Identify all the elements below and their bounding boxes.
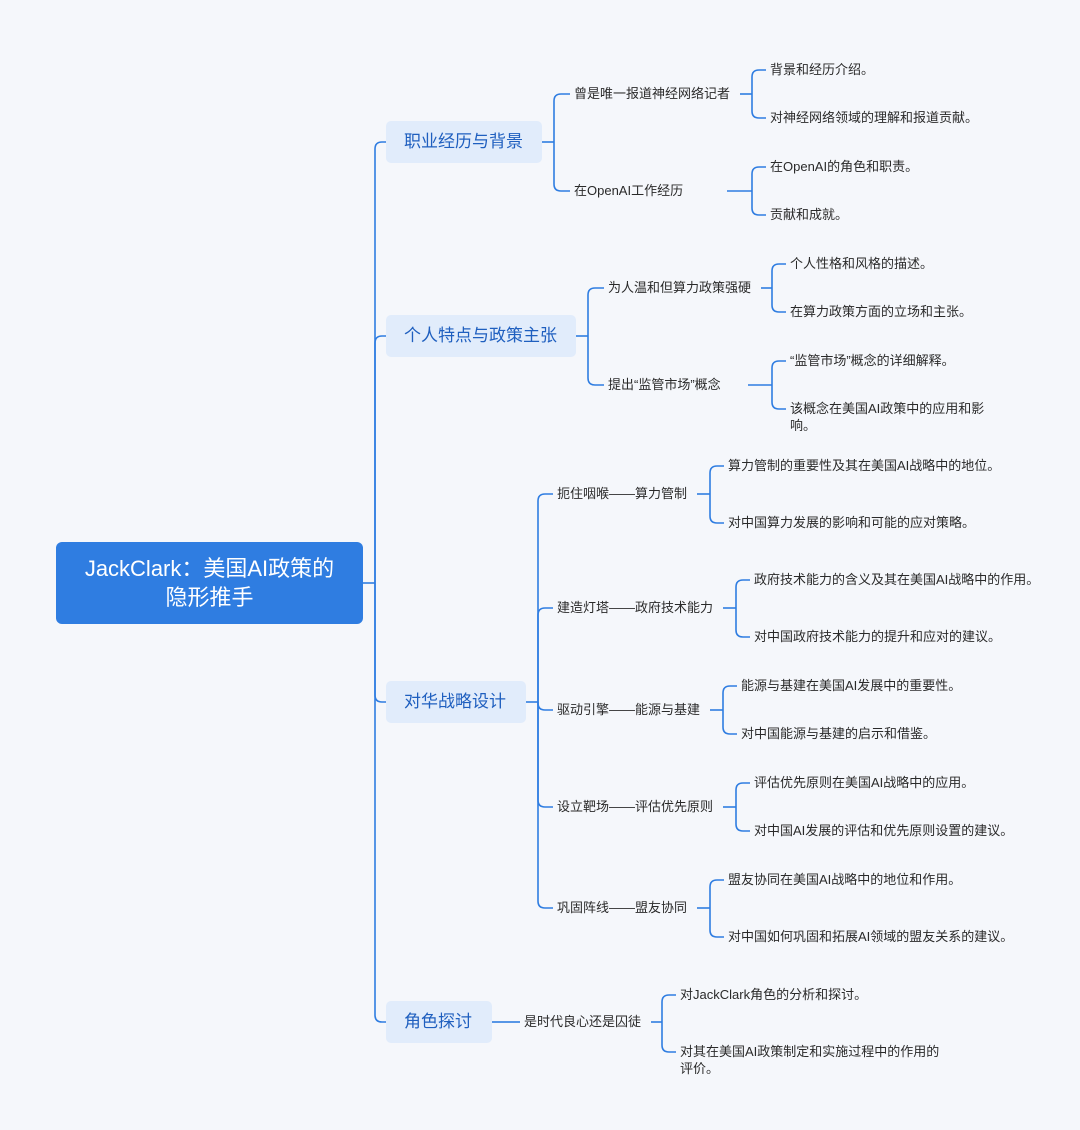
detail-item: 对神经网络领域的理解和报道贡献。	[770, 110, 979, 125]
detail-item: 对中国能源与基建的启示和借鉴。	[741, 726, 937, 741]
detail-item: 对其在美国AI政策制定和实施过程中的作用的评价。	[680, 1044, 940, 1076]
subtopic-3-4-link-edge-1	[735, 807, 750, 832]
root-link-edge-3	[374, 583, 386, 1023]
root-link-edge-2	[374, 583, 386, 703]
detail-item: 个人性格和风格的描述。	[790, 256, 934, 271]
subtopic[interactable]: 建造灯塔——政府技术能力	[557, 600, 714, 615]
subtopic-1-1-link-edge-0	[751, 69, 766, 94]
subtopic-3-5-link-edge-1	[709, 908, 724, 938]
root-link-edge-1	[374, 335, 386, 583]
detail-item: 对中国AI发展的评估和优先原则设置的建议。	[754, 823, 1014, 838]
subtopic-2-1-link-edge-0	[771, 263, 786, 288]
subtopic-4-1-link-edge-0	[661, 994, 676, 1022]
detail-item: 对中国如何巩固和拓展AI领域的盟友关系的建议。	[728, 929, 1014, 944]
root-link-edge-0	[374, 141, 386, 583]
detail-item: “监管市场”概念的详细解释。	[790, 353, 955, 368]
branch-3-link-edge-2	[537, 702, 553, 711]
branch-1-link-edge-1	[553, 142, 570, 192]
subtopic-4-1-link-edge-1	[661, 1022, 676, 1053]
subtopic[interactable]: 扼住咽喉——算力管制	[557, 486, 688, 501]
subtopic-2-2-link-edge-1	[771, 385, 786, 410]
branch-2-link-edge-0	[587, 287, 604, 336]
branch-3-link-edge-0	[537, 493, 553, 702]
detail-item: 算力管制的重要性及其在美国AI战略中的地位。	[728, 458, 1001, 473]
subtopic[interactable]: 为人温和但算力政策强硬	[608, 280, 752, 295]
branch-topic-4[interactable]: 角色探讨	[386, 1001, 492, 1043]
detail-item: 对中国政府技术能力的提升和应对的建议。	[754, 629, 1002, 644]
detail-item: 对JackClark角色的分析和探讨。	[680, 987, 868, 1002]
subtopic-2-1-link-edge-1	[771, 288, 786, 313]
subtopic[interactable]: 在OpenAI工作经历	[574, 183, 684, 198]
root-topic-label: JackClark：美国AI政策的隐形推手	[84, 556, 335, 610]
detail-item: 评估优先原则在美国AI战略中的应用。	[754, 775, 975, 790]
branch-3-link-edge-4	[537, 702, 553, 909]
detail-item: 对中国算力发展的影响和可能的应对策略。	[728, 515, 976, 530]
branch-topic-2[interactable]: 个人特点与政策主张	[386, 315, 576, 357]
subtopic-3-2-link-edge-0	[735, 579, 750, 608]
detail-item: 贡献和成就。	[770, 207, 849, 222]
detail-item: 盟友协同在美国AI战略中的地位和作用。	[728, 872, 962, 887]
branch-topic-3[interactable]: 对华战略设计	[386, 681, 526, 723]
detail-item: 该概念在美国AI政策中的应用和影响。	[790, 401, 985, 433]
subtopic-3-4-link-edge-0	[735, 782, 750, 807]
detail-item: 在OpenAI的角色和职责。	[770, 159, 919, 174]
detail-item: 政府技术能力的含义及其在美国AI战略中的作用。	[754, 572, 1040, 587]
subtopic-3-3-link-edge-0	[722, 685, 737, 710]
branch-3-link-edge-1	[537, 607, 553, 702]
subtopic-3-2-link-edge-1	[735, 608, 750, 638]
subtopic-3-5-link-edge-0	[709, 879, 724, 908]
subtopic-3-1-link-edge-1	[709, 494, 724, 524]
branch-topic-1[interactable]: 职业经历与背景	[386, 121, 542, 163]
subtopic-1-2-link-edge-1	[751, 191, 766, 216]
subtopic[interactable]: 设立靶场——评估优先原则	[557, 799, 714, 814]
subtopic-1-1-link-edge-1	[751, 94, 766, 119]
branch-1-link-edge-0	[553, 93, 570, 142]
subtopic[interactable]: 提出“监管市场”概念	[608, 377, 721, 392]
branch-3-link-edge-3	[537, 702, 553, 808]
root-topic[interactable]: JackClark：美国AI政策的隐形推手	[56, 542, 363, 624]
subtopic-3-1-link-edge-0	[709, 465, 724, 494]
subtopic[interactable]: 驱动引擎——能源与基建	[557, 702, 701, 717]
subtopic[interactable]: 是时代良心还是囚徒	[524, 1014, 642, 1029]
subtopic[interactable]: 曾是唯一报道神经网络记者	[574, 86, 731, 101]
subtopic-3-3-link-edge-1	[722, 710, 737, 735]
detail-item: 在算力政策方面的立场和主张。	[790, 304, 973, 319]
branch-2-link-edge-1	[587, 336, 604, 386]
subtopic-1-2-link-edge-0	[751, 166, 766, 191]
detail-item: 能源与基建在美国AI发展中的重要性。	[741, 678, 962, 693]
subtopic[interactable]: 巩固阵线——盟友协同	[557, 900, 688, 915]
subtopic-2-2-link-edge-0	[771, 360, 786, 385]
detail-item: 背景和经历介绍。	[770, 62, 875, 77]
